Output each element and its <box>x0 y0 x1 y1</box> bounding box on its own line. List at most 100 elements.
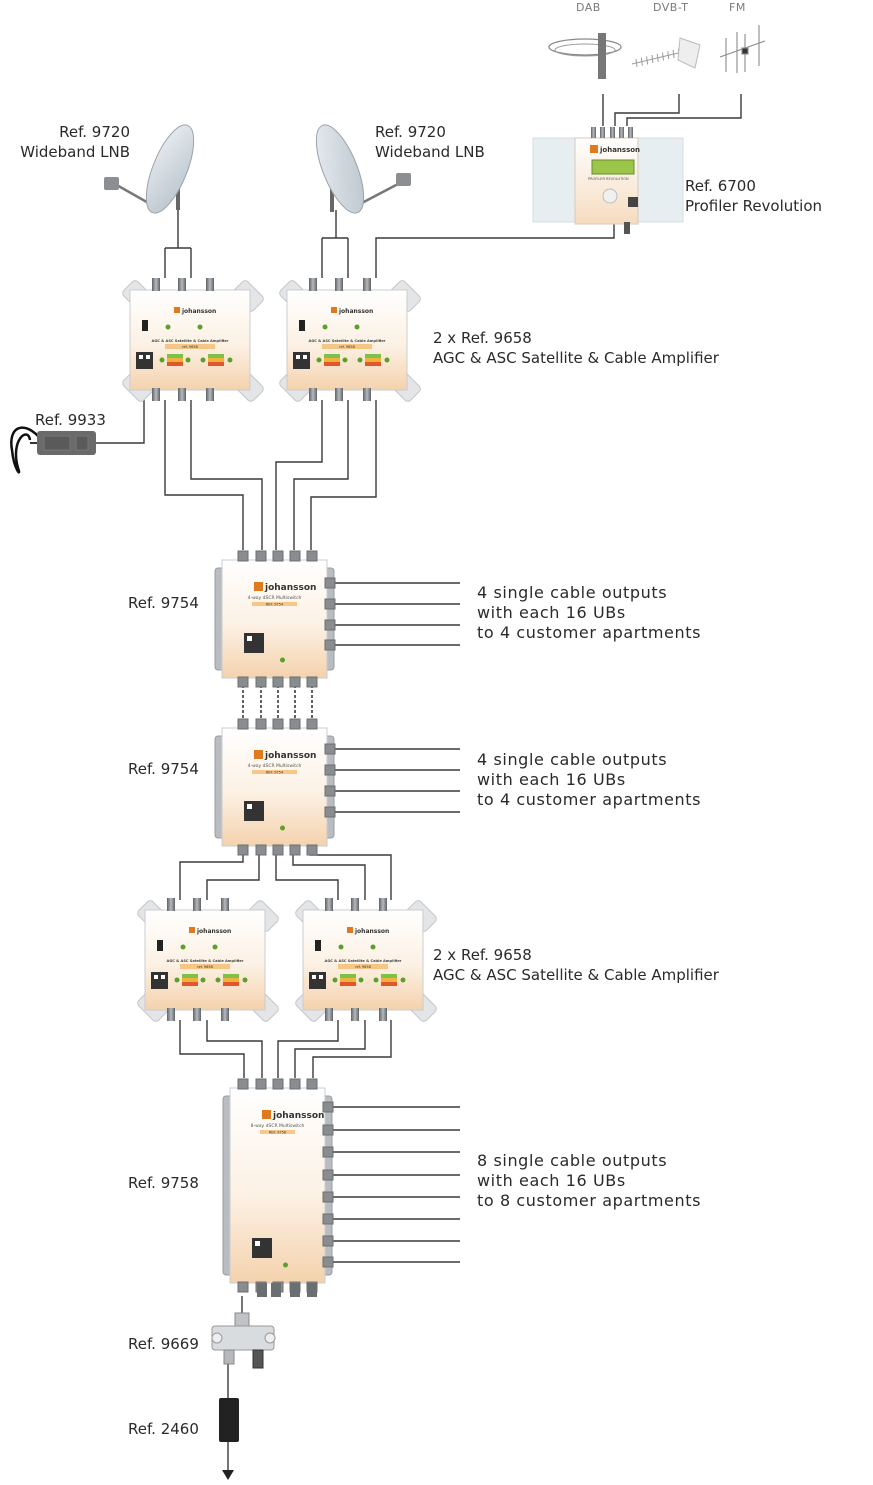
switch-output-connector <box>324 743 336 755</box>
switch-output-connector <box>324 764 336 776</box>
switch-loop-connector <box>306 844 318 856</box>
ms8-bottom-connector <box>257 1283 267 1297</box>
amp-input-connector <box>309 278 317 291</box>
ms8-bottom-connector <box>271 1283 281 1297</box>
switch-output-connector <box>324 598 336 610</box>
ms2-ref: Ref. 9754 <box>128 760 199 778</box>
amp-device-text: AGC & ASC Satellite & Cable Amplifier <box>167 959 244 963</box>
switch-input-connector <box>289 718 301 730</box>
cables <box>96 94 742 1470</box>
amp-model-text: ref. 9658 <box>182 345 198 349</box>
amp-output-connector <box>309 388 317 401</box>
ms8-output-text-1: 8 single cable outputs <box>477 1151 668 1170</box>
cable-9933-amp <box>96 400 145 444</box>
switch-model-text: REF. 9754 <box>266 771 284 775</box>
switch-loop-connector <box>237 676 249 688</box>
amp-model-text: ref. 9658 <box>355 965 371 969</box>
ms2-output-text-2: with each 16 UBs <box>477 770 626 789</box>
amp-output-connector <box>206 388 214 401</box>
switch-model-text: REF. 9754 <box>266 603 284 607</box>
ms8-bottom-connector <box>290 1283 300 1297</box>
profiler-ref: Ref. 6700 <box>685 177 756 195</box>
fm-antenna-icon <box>719 25 766 73</box>
psu-2460-ref: Ref. 2460 <box>128 1420 199 1438</box>
switch-output-connector <box>322 1101 334 1113</box>
amp-bottom-ref: 2 x Ref. 9658 <box>433 946 532 964</box>
switch-output-connector <box>322 1235 334 1247</box>
antenna-label-fm: FM <box>729 1 746 14</box>
amp-top-ref: 2 x Ref. 9658 <box>433 329 532 347</box>
output-cables <box>333 582 460 1263</box>
antenna-label-dvbt: DVB-T <box>653 1 689 14</box>
switch-input-connector <box>289 1078 301 1090</box>
satellite-dish-left-icon <box>104 124 195 214</box>
switch-input-connector <box>289 550 301 562</box>
switch-model-text: REF. 9758 <box>269 1131 286 1135</box>
cable-profiler-amp <box>375 220 615 278</box>
profiler-revolution-device: johansson PROFILER REVOLUTION <box>532 127 684 234</box>
switch-input-connector <box>272 550 284 562</box>
amp-device-text: AGC & ASC Satellite & Cable Amplifier <box>152 339 229 343</box>
amp-output-connector <box>335 388 343 401</box>
cable-amp2-ms1-b <box>293 400 349 550</box>
switch-input-connector <box>272 1078 284 1090</box>
amp-top-name: AGC & ASC Satellite & Cable Amplifier <box>433 349 719 367</box>
amp-output-connector <box>325 1008 333 1021</box>
amp-output-connector <box>167 1008 175 1021</box>
antenna-label-dab: DAB <box>576 1 601 14</box>
cable-amp1-ms1-b <box>190 400 263 550</box>
ms8-output-text-3: to 8 customer apartments <box>477 1191 702 1210</box>
switch-input-connector <box>306 550 318 562</box>
satellite-dish-right-icon <box>315 124 411 214</box>
switch-output-connector <box>322 1124 334 1136</box>
switch-device-text: 8-way dSCR Multiswitch <box>251 1123 305 1129</box>
switch-loop-connector <box>272 844 284 856</box>
ms1-ref: Ref. 9754 <box>128 594 199 612</box>
switch-loop-connector <box>255 844 267 856</box>
profiler-name: Profiler Revolution <box>685 197 823 215</box>
power-supply-9933-icon <box>10 426 96 474</box>
amp-brand-text: johansson <box>196 928 231 935</box>
amp-output-connector <box>379 1008 387 1021</box>
cable-amp1-ms1-a <box>164 400 244 550</box>
amp-bottom-name: AGC & ASC Satellite & Cable Amplifier <box>433 966 719 984</box>
switch-loop-connector <box>306 676 318 688</box>
amp-input-connector <box>221 898 229 911</box>
amp-output-connector <box>193 1008 201 1021</box>
cable-ms2-amp4-a <box>275 850 339 900</box>
amp-input-connector <box>351 898 359 911</box>
switch-loop-connector <box>289 844 301 856</box>
switch-input-connector <box>237 1078 249 1090</box>
amp-brand-text: johansson <box>181 308 216 315</box>
switch-loop-connector <box>289 676 301 688</box>
switch-brand-text: johansson <box>264 583 316 593</box>
amp-input-connector <box>363 278 371 291</box>
cable-amp4-ms8-b <box>294 1020 366 1078</box>
cable-lnb-left <box>164 208 192 278</box>
cable-amp3-ms8-a <box>179 1020 245 1078</box>
switch-device-text: 4-way dSCR Multiswitch <box>248 595 302 601</box>
amp-input-connector <box>167 898 175 911</box>
amp-model-text: ref. 9658 <box>197 965 213 969</box>
switch-output-connector <box>322 1169 334 1181</box>
yagi-antenna-icon <box>631 37 701 69</box>
switch-output-connector <box>324 619 336 631</box>
switch-input-connector <box>255 550 267 562</box>
cable-ms2-amp3-b <box>206 850 260 900</box>
ms2-output-text-3: to 4 customer apartments <box>477 790 702 809</box>
switch-output-connector <box>322 1256 334 1268</box>
dab-antenna-icon <box>548 33 622 79</box>
ms1-output-text-1: 4 single cable outputs <box>477 583 668 602</box>
amp-device-text: AGC & ASC Satellite & Cable Amplifier <box>325 959 402 963</box>
switch-input-connector <box>306 718 318 730</box>
cable-ms2-amp4-b <box>292 850 366 900</box>
amp-input-connector <box>206 278 214 291</box>
switch-input-connector <box>306 1078 318 1090</box>
amp-output-connector <box>221 1008 229 1021</box>
switch-output-connector <box>324 577 336 589</box>
amp-brand-text: johansson <box>354 928 389 935</box>
